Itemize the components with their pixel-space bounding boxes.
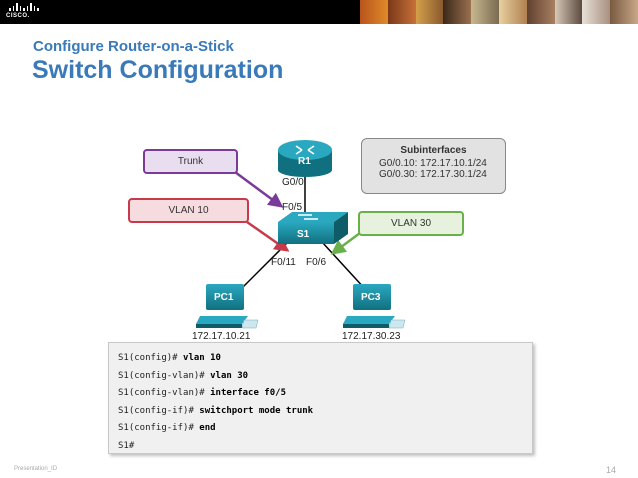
vlan10-arrow [246,220,290,252]
trunk-callout: Trunk [143,149,238,174]
subinterface-line: G0/0.10: 172.17.10.1/24 [379,158,487,169]
cli-command: end [199,423,216,433]
cisco-logo: CISCO. [6,3,40,21]
header-banner: CISCO. [0,0,638,24]
cli-line: S1(config-vlan)# interface f0/5 [118,385,532,403]
cli-line: S1(config-if)# switchport mode trunk [118,403,532,421]
pc3-label: PC3 [361,292,381,303]
router-icon [278,140,332,177]
slide-subtitle: Configure Router-on-a-Stick [33,38,234,55]
cli-output-box: S1(config)# vlan 10 S1(config-vlan)# vla… [108,342,533,454]
cli-line: S1(config-if)# end [118,420,532,438]
cli-command: switchport mode trunk [199,405,314,416]
cli-prompt: S1(config)# [118,353,184,363]
cli-line: S1# [118,438,532,456]
cisco-logo-text: CISCO. [6,13,30,19]
pc1-icon [196,284,259,329]
pc1-label: PC1 [214,292,234,303]
subinterface-line: G0/0.30: 172.17.30.1/24 [379,169,487,180]
cli-line: S1(config-vlan)# vlan 30 [118,368,532,386]
footer-presentation-id: Presentation_ID [14,466,58,472]
subinterfaces-box: Subinterfaces G0/0.10: 172.17.10.1/24 G0… [361,138,506,194]
switch-uplink-port-label: F0/5 [282,202,303,213]
subinterfaces-title: Subinterfaces [400,145,467,156]
switch-icon [278,212,348,244]
switch-label: S1 [297,229,310,240]
trunk-arrow [234,170,284,208]
cli-command: vlan 10 [183,353,221,363]
cli-command: interface f0/5 [210,388,286,398]
pc1-ip-label: 172.17.10.21 [192,331,251,342]
vlan10-callout: VLAN 10 [128,198,249,223]
switch-port-right-label: F0/6 [306,257,327,268]
cli-prompt: S1# [118,440,135,451]
cli-prompt: S1(config-if)# [118,405,200,416]
vlan30-arrow [330,231,361,255]
slide-title: Switch Configuration [32,56,284,84]
pc3-ip-label: 172.17.30.23 [342,331,401,342]
cli-prompt: S1(config-vlan)# [118,388,211,398]
vlan30-callout: VLAN 30 [358,211,464,236]
cli-prompt: S1(config-vlan)# [118,370,211,381]
footer-page-number: 14 [606,465,617,475]
switch-port-left-label: F0/11 [271,257,296,268]
cli-prompt: S1(config-if)# [118,423,200,433]
link-switch-pc3 [321,241,367,291]
pc3-icon [343,284,406,329]
router-interface-label: G0/0 [282,177,304,188]
header-photo-strip [360,0,638,24]
cli-command: vlan 30 [210,370,249,381]
router-label: R1 [298,156,311,167]
cli-line: S1(config)# vlan 10 [118,350,532,368]
cisco-bars-icon [9,3,40,11]
